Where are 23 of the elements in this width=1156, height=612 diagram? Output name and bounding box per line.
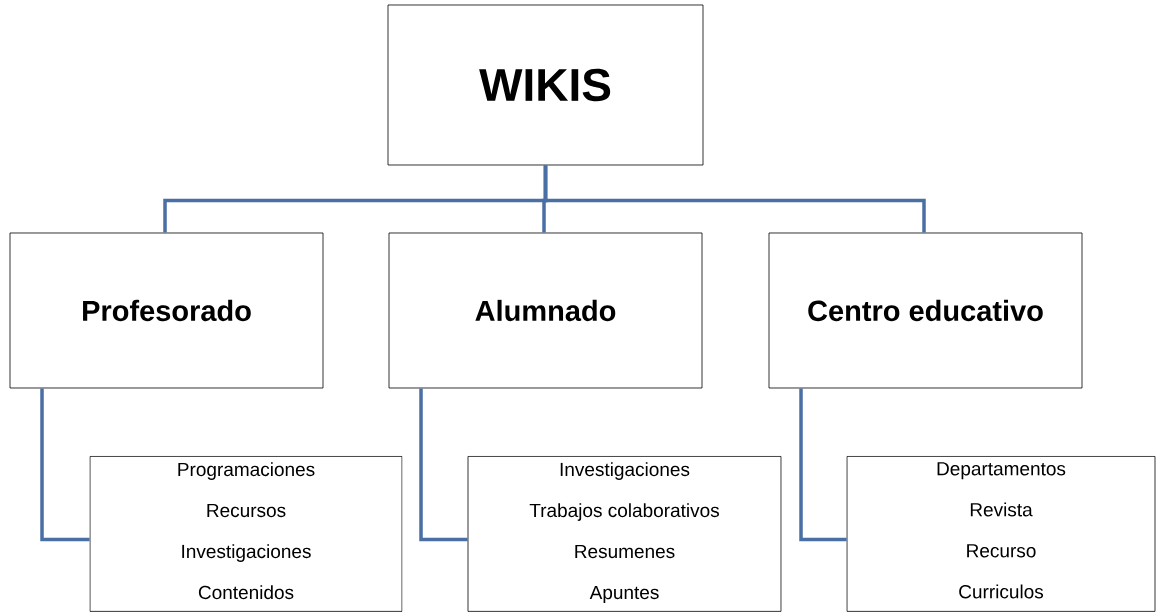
list-item: Programaciones	[178, 462, 315, 480]
list-item: Revista	[970, 502, 1033, 517]
list-box	[89, 456, 403, 612]
connector-line	[799, 388, 847, 542]
list-item: Recurso	[967, 544, 1036, 558]
connector-line	[419, 388, 468, 542]
category-box: Centro educativo	[768, 232, 1083, 389]
list-box	[846, 456, 1156, 612]
list-item: Departamentos	[937, 462, 1066, 480]
list-item: Investigaciones	[560, 462, 690, 480]
list-item: Resumenes	[575, 544, 675, 559]
connector-line	[543, 165, 926, 233]
category-box: Profesorado	[9, 232, 324, 389]
list-box	[467, 456, 782, 612]
connector-line	[40, 388, 90, 542]
list-item: Contenidos	[198, 585, 294, 600]
category-box: Alumnado	[388, 232, 703, 389]
list-item: Trabajos colaborativos	[529, 503, 719, 521]
list-item: Apuntes	[589, 585, 659, 603]
list-item: Recursos	[207, 503, 286, 518]
list-item: Investigaciones	[182, 544, 311, 562]
list-item: Curriculos	[959, 584, 1044, 599]
title-box: WIKIS	[387, 4, 704, 166]
